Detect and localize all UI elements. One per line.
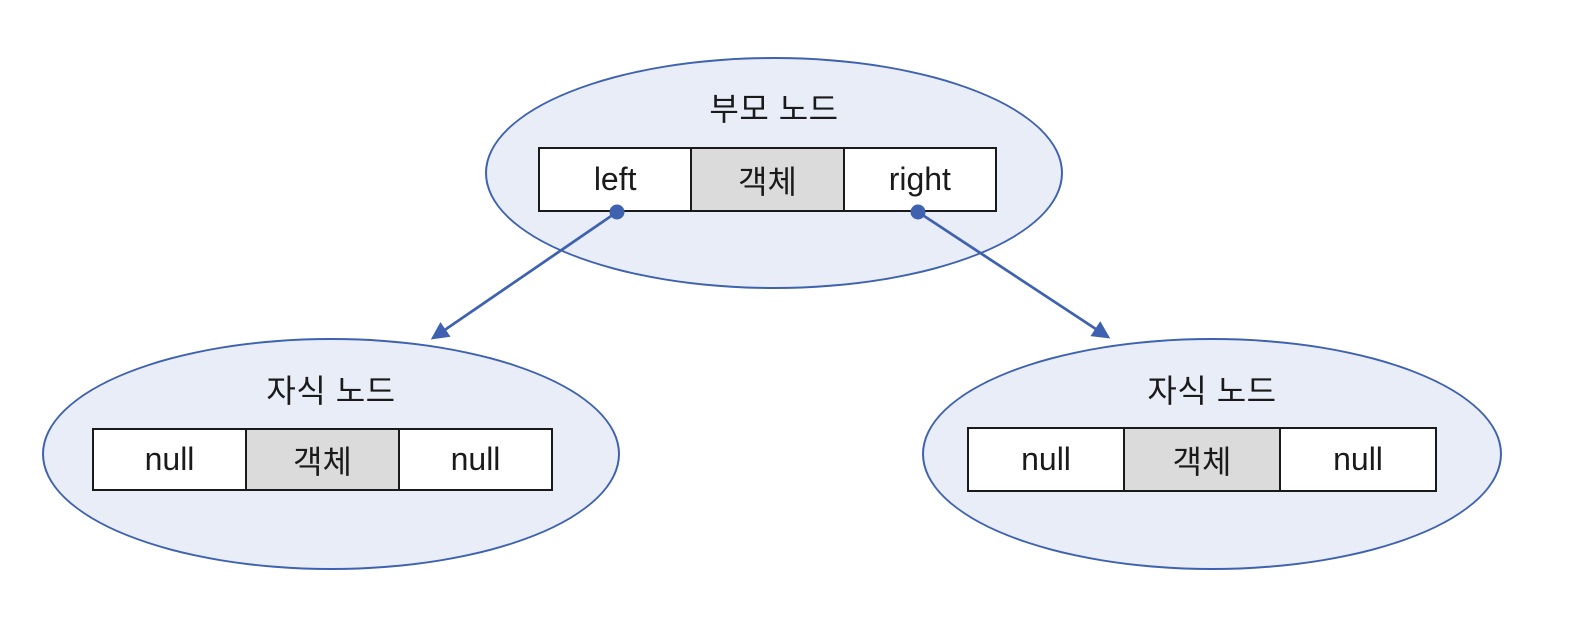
left-child-object-cell: 객체 — [245, 430, 400, 489]
left-child-node-title: 자식 노드 — [266, 373, 396, 409]
parent-right-pointer-cell: right — [844, 149, 995, 210]
parent-left-pointer-cell: left — [540, 149, 691, 210]
left-child-left-pointer-cell: null — [94, 430, 245, 489]
right-child-node-title: 자식 노드 — [1147, 373, 1277, 409]
parent-object-cell: 객체 — [690, 149, 845, 210]
parent-node-record: left 객체 right — [538, 147, 997, 212]
left-child-node-record: null 객체 null — [92, 428, 553, 491]
right-child-node-record: null 객체 null — [967, 427, 1437, 492]
right-child-left-pointer-cell: null — [969, 429, 1123, 490]
parent-node-title: 부모 노드 — [709, 91, 839, 127]
right-child-right-pointer-cell: null — [1281, 429, 1435, 490]
left-child-right-pointer-cell: null — [400, 430, 551, 489]
right-child-object-cell: 객체 — [1123, 429, 1281, 490]
